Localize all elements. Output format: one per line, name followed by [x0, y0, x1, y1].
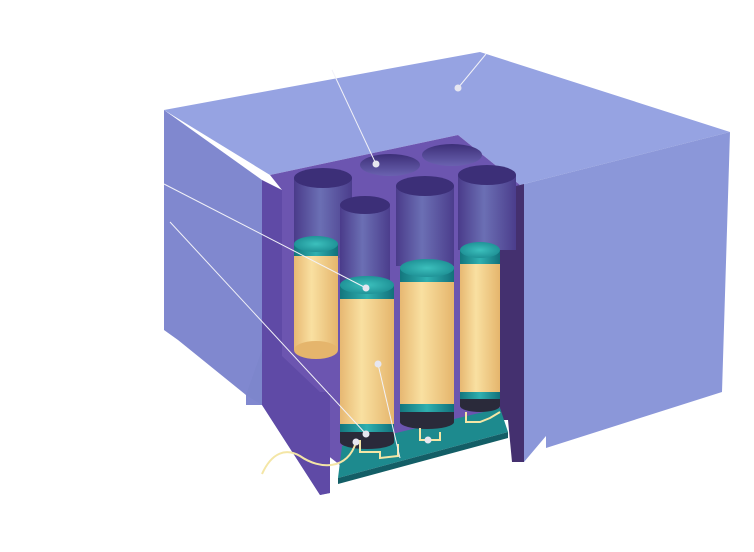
circuit-board-edge: [338, 432, 508, 484]
tube-opening: [458, 165, 516, 185]
housing-right-face: [520, 132, 730, 462]
tube-bore: [458, 175, 516, 250]
housing-left-face: [164, 110, 262, 405]
callout-dot: [454, 84, 462, 92]
housing-top-face: [164, 52, 730, 185]
tube-opening: [294, 168, 352, 188]
callout-line: [169, 221, 367, 435]
callout-dots: [352, 84, 462, 446]
battery-cell: [340, 276, 394, 449]
external-lead-wire: [261, 441, 357, 475]
callout-dot: [362, 430, 370, 438]
empty-socket-group: [360, 144, 482, 176]
battery-cell: [400, 259, 454, 429]
callout-line: [163, 183, 367, 289]
callout-dot: [424, 436, 432, 444]
callout-line: [377, 363, 401, 459]
callout-dot: [352, 438, 360, 446]
callout-line: [331, 69, 377, 165]
callout-dot: [362, 284, 370, 292]
cavity-right-wall: [500, 184, 524, 462]
circuit-board: [338, 408, 508, 478]
battery-cell: [460, 242, 500, 412]
empty-socket: [422, 144, 482, 166]
callout-dot: [372, 160, 380, 168]
cavity-left-wall: [262, 180, 330, 495]
callout-lines: [163, 53, 487, 459]
callout-line: [457, 53, 487, 89]
empty-socket: [360, 154, 420, 176]
battery-cell: [294, 236, 338, 359]
tube-bore: [340, 205, 390, 290]
tube-bore: [396, 186, 454, 266]
callout-dot: [374, 360, 382, 368]
tube-opening: [396, 176, 454, 196]
tube-opening: [340, 196, 390, 214]
